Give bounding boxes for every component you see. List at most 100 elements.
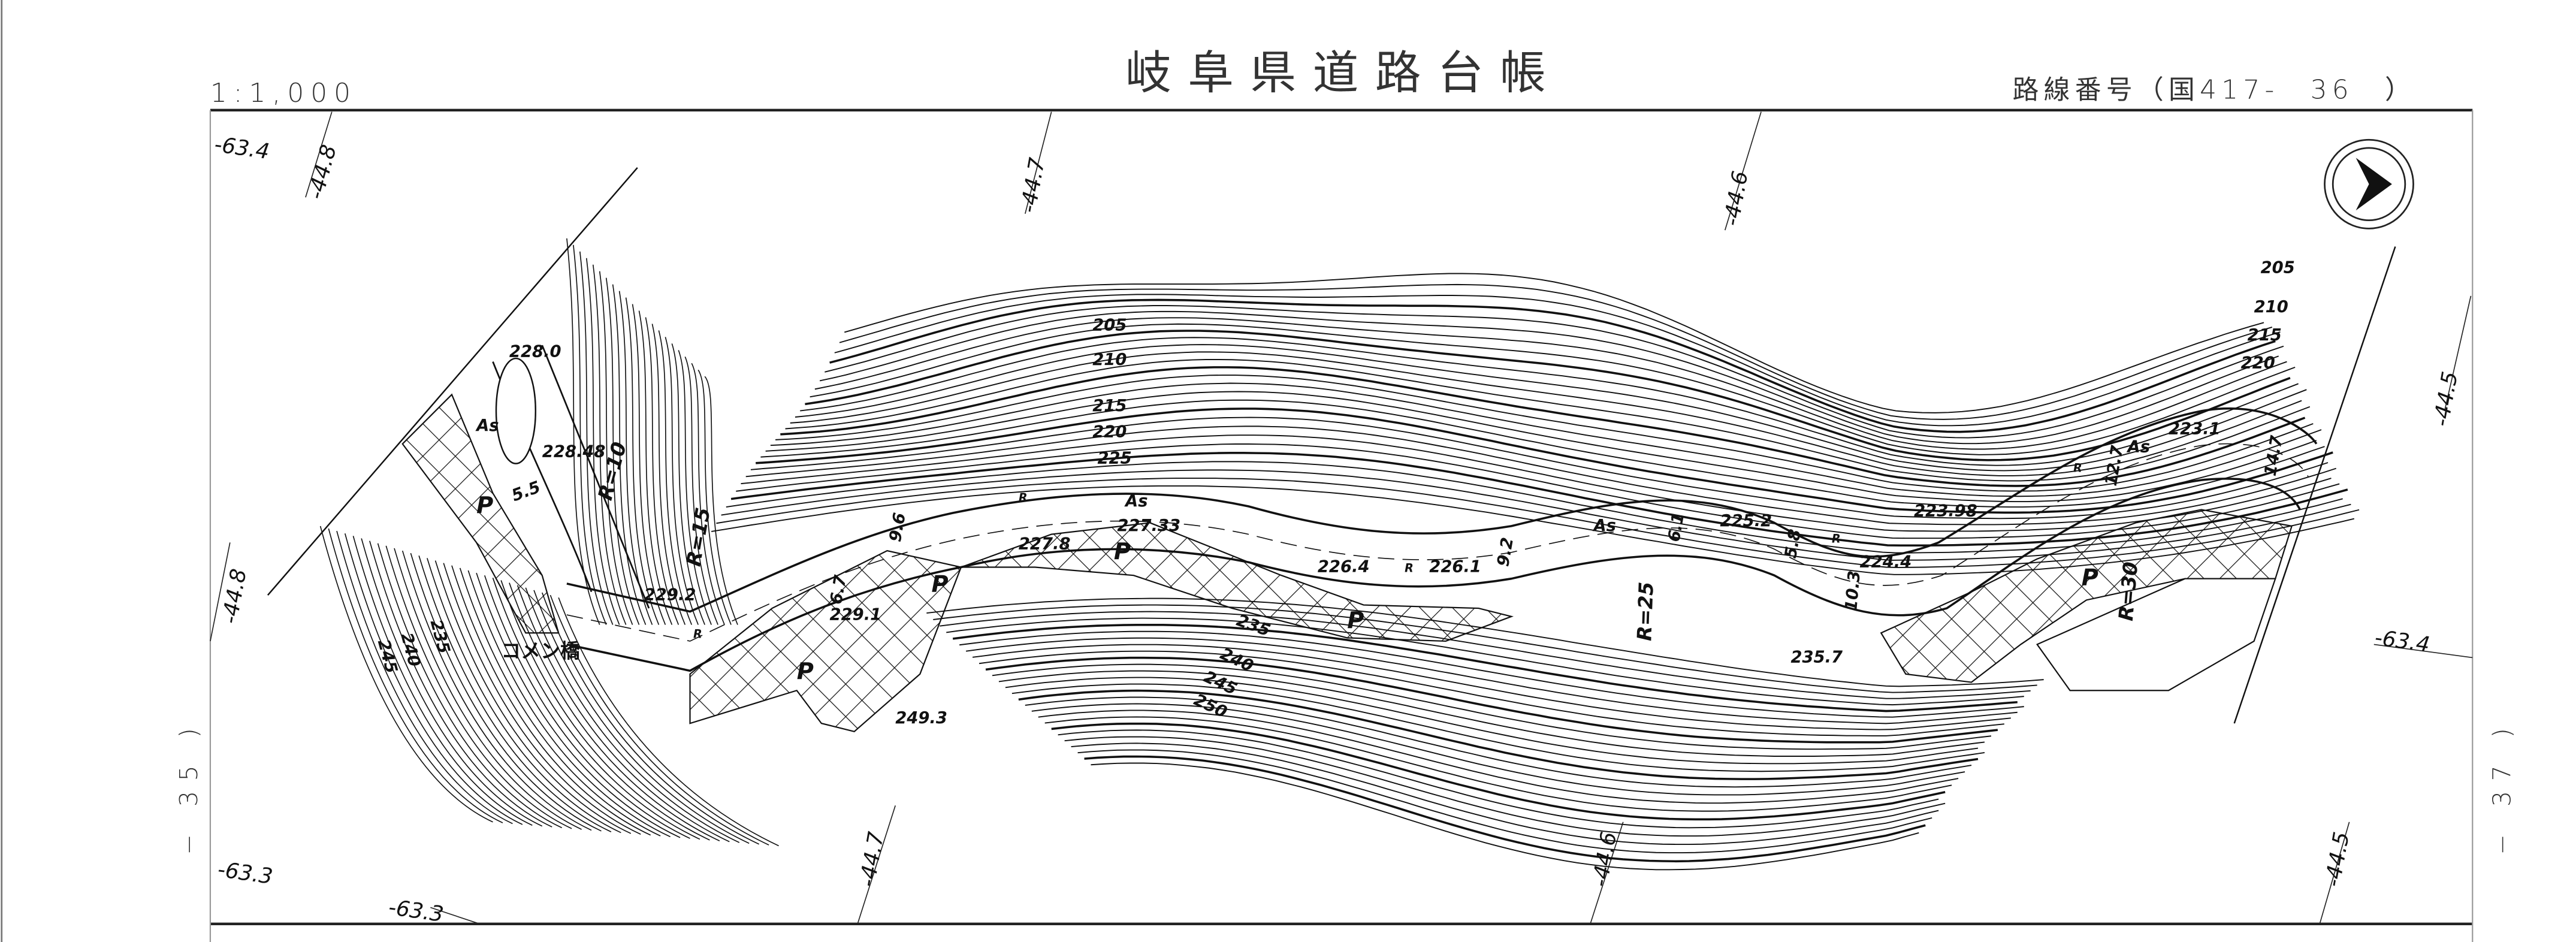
contour-line [805, 330, 2291, 461]
svg-text:228.0: 228.0 [509, 342, 561, 361]
svg-text:240: 240 [1217, 645, 1256, 676]
contour-line [336, 530, 513, 825]
contour-line [998, 670, 1985, 757]
contour-line [844, 273, 2264, 413]
contour-line [517, 585, 730, 843]
grid-labels: -44.8 -44.7 -44.6 -44.5 -44.7 -44.6 -44.… [213, 132, 2463, 927]
contour-line [632, 304, 666, 625]
road-labels: As As As As P P P P P P R=10 R=15 R=25 R… [475, 416, 2287, 685]
contour-line [612, 284, 647, 625]
contour-line [1038, 709, 1959, 804]
contour-line [558, 597, 779, 847]
page-title: 岐阜県道路台帳 [1125, 47, 1562, 100]
svg-text:R=25: R=25 [1632, 581, 1657, 641]
contour-line [946, 617, 2024, 706]
contour-line [965, 637, 2018, 724]
contour-line [541, 592, 760, 845]
contour-line [427, 558, 621, 834]
svg-text:P: P [2082, 564, 2098, 591]
svg-text:-44.5: -44.5 [2321, 830, 2354, 889]
contour-line [810, 323, 2296, 455]
contour-line [651, 324, 686, 625]
contour-line [940, 611, 2031, 699]
contour-line [1018, 689, 1979, 780]
contour-line [691, 363, 725, 625]
svg-text:-44.8: -44.8 [303, 142, 341, 202]
contour-line [1025, 696, 1972, 788]
contour-lines [319, 238, 2360, 871]
contour-line [741, 434, 2332, 532]
contour-line [369, 541, 552, 828]
svg-text:-63.3: -63.3 [216, 858, 274, 889]
contour-line [1051, 722, 1946, 821]
svg-text:226.1: 226.1 [1429, 558, 1481, 576]
contour-line [549, 594, 769, 846]
contour-line [1005, 677, 1979, 765]
svg-text:P: P [932, 571, 949, 598]
map-body: 205 210 215 220 225 205 210 215 220 235 … [267, 167, 2396, 871]
contour-line [756, 407, 2333, 514]
svg-text:-63.4: -63.4 [213, 132, 271, 164]
grid-lines [210, 111, 2473, 925]
svg-text:R=30: R=30 [2114, 561, 2142, 622]
scale-label: 1:1,000 [210, 78, 357, 108]
contour-line [952, 624, 2018, 712]
contour-line [451, 565, 651, 836]
contour-line [533, 590, 750, 844]
svg-text:215: 215 [1092, 397, 1127, 415]
contour-line [795, 344, 2307, 472]
contour-line [500, 580, 710, 841]
svg-text:10.3: 10.3 [1842, 570, 1864, 612]
svg-text:224.4: 224.4 [1860, 552, 1912, 571]
svg-text:215: 215 [2248, 326, 2282, 345]
svg-text:コメン橋: コメン橋 [501, 639, 581, 662]
svg-text:223.98: 223.98 [1914, 502, 1977, 520]
contour-line [476, 572, 681, 838]
contour-line [704, 376, 738, 625]
contour-line [745, 425, 2337, 526]
svg-text:As: As [1124, 492, 1148, 511]
contour-line [736, 443, 2340, 539]
contour-line [1044, 716, 1952, 812]
contour-line [665, 337, 699, 625]
svg-text:R: R [1832, 532, 1841, 545]
sheet-ref-left: − 35 ) [174, 718, 203, 855]
svg-text:As: As [475, 416, 499, 435]
contour-line [443, 563, 641, 835]
contour-line [750, 416, 2329, 520]
contour-line [599, 271, 633, 625]
contour-line [492, 578, 700, 840]
svg-text:227.8: 227.8 [1019, 535, 1071, 553]
contour-line [344, 533, 523, 825]
contour-line [525, 587, 740, 843]
contour-line [959, 630, 2024, 718]
contour-line [377, 543, 563, 829]
contour-line [985, 656, 1998, 744]
contour-line [410, 552, 602, 832]
contour-line [394, 548, 582, 830]
contour-line [819, 310, 2279, 445]
contour-line [814, 317, 2287, 450]
contour-line [1071, 742, 1939, 845]
contour-line [825, 305, 2284, 439]
contour-line [839, 283, 2273, 420]
contour-line [760, 399, 2325, 508]
svg-text:R: R [1405, 561, 1414, 575]
svg-text:− 35 ): − 35 ) [174, 718, 203, 855]
svg-text:− 37 ): − 37 ) [2487, 718, 2516, 855]
svg-text:As: As [1592, 517, 1616, 535]
svg-text:5.5: 5.5 [509, 478, 543, 506]
contour-line [800, 337, 2299, 466]
contour-line [780, 366, 2306, 487]
svg-text:223.1: 223.1 [2169, 419, 2221, 438]
svg-text:-44.8: -44.8 [218, 567, 251, 626]
svg-text:249.3: 249.3 [895, 709, 947, 727]
contour-line [585, 258, 620, 625]
contour-line [625, 297, 660, 625]
svg-text:210: 210 [1092, 351, 1127, 369]
svg-text:-44.6: -44.6 [1719, 169, 1753, 228]
contour-line [785, 359, 2311, 482]
contour-line [775, 375, 2314, 492]
contour-line [605, 277, 640, 625]
